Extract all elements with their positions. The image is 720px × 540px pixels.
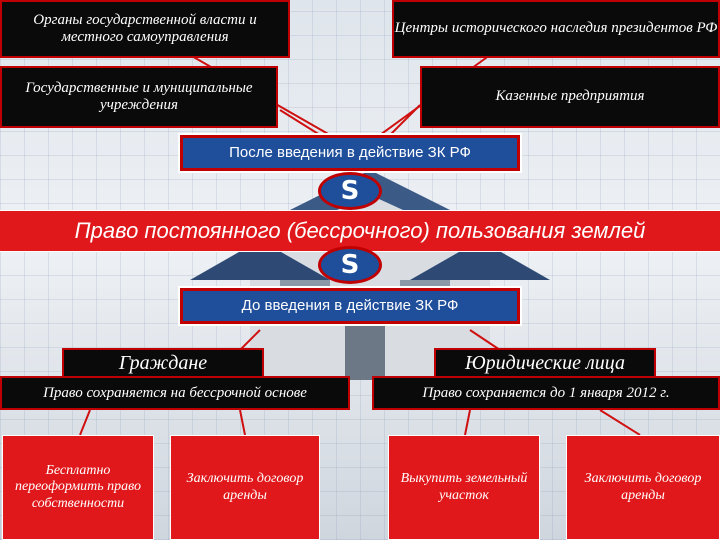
enterprises-text: Казенные предприятия: [495, 88, 645, 105]
main-band: Право постоянного (бессрочного) пользова…: [0, 210, 720, 252]
before-label: До введения в действие ЗК РФ: [178, 286, 522, 326]
citizens-option-lease: Заключить договор аренды: [170, 435, 320, 540]
legal-option-buyout: Выкупить земельный участок: [388, 435, 540, 540]
citizens-title: Граждане: [62, 348, 264, 378]
after-label-text: После введения в действие ЗК РФ: [229, 144, 471, 162]
citizens-option-ownership: Бесплатно переоформить право собственнос…: [2, 435, 154, 540]
legal-entities-title: Юридические лица: [434, 348, 656, 378]
enterprises-box: Казенные предприятия: [420, 66, 720, 128]
citizens-note: Право сохраняется на бессрочной основе: [0, 376, 350, 410]
before-label-text: До введения в действие ЗК РФ: [241, 297, 459, 315]
legal-entities-note: Право сохраняется до 1 января 2012 г.: [372, 376, 720, 410]
s-symbol-top: S: [318, 172, 382, 210]
heritage-text: Центры исторического наследия президенто…: [394, 20, 718, 37]
after-label: После введения в действие ЗК РФ: [178, 133, 522, 173]
legal-option-lease: Заключить договор аренды: [566, 435, 720, 540]
main-band-text: Право постоянного (бессрочного) пользова…: [74, 218, 646, 243]
authorities-text: Органы государственной власти и местного…: [33, 11, 257, 45]
heritage-box: Центры исторического наследия президенто…: [392, 0, 720, 58]
s-symbol-bottom: S: [318, 246, 382, 284]
institutions-text: Государственные и муниципальные учрежден…: [25, 79, 253, 113]
institutions-box: Государственные и муниципальные учрежден…: [0, 66, 278, 128]
authorities-box: Органы государственной власти и местного…: [0, 0, 290, 58]
